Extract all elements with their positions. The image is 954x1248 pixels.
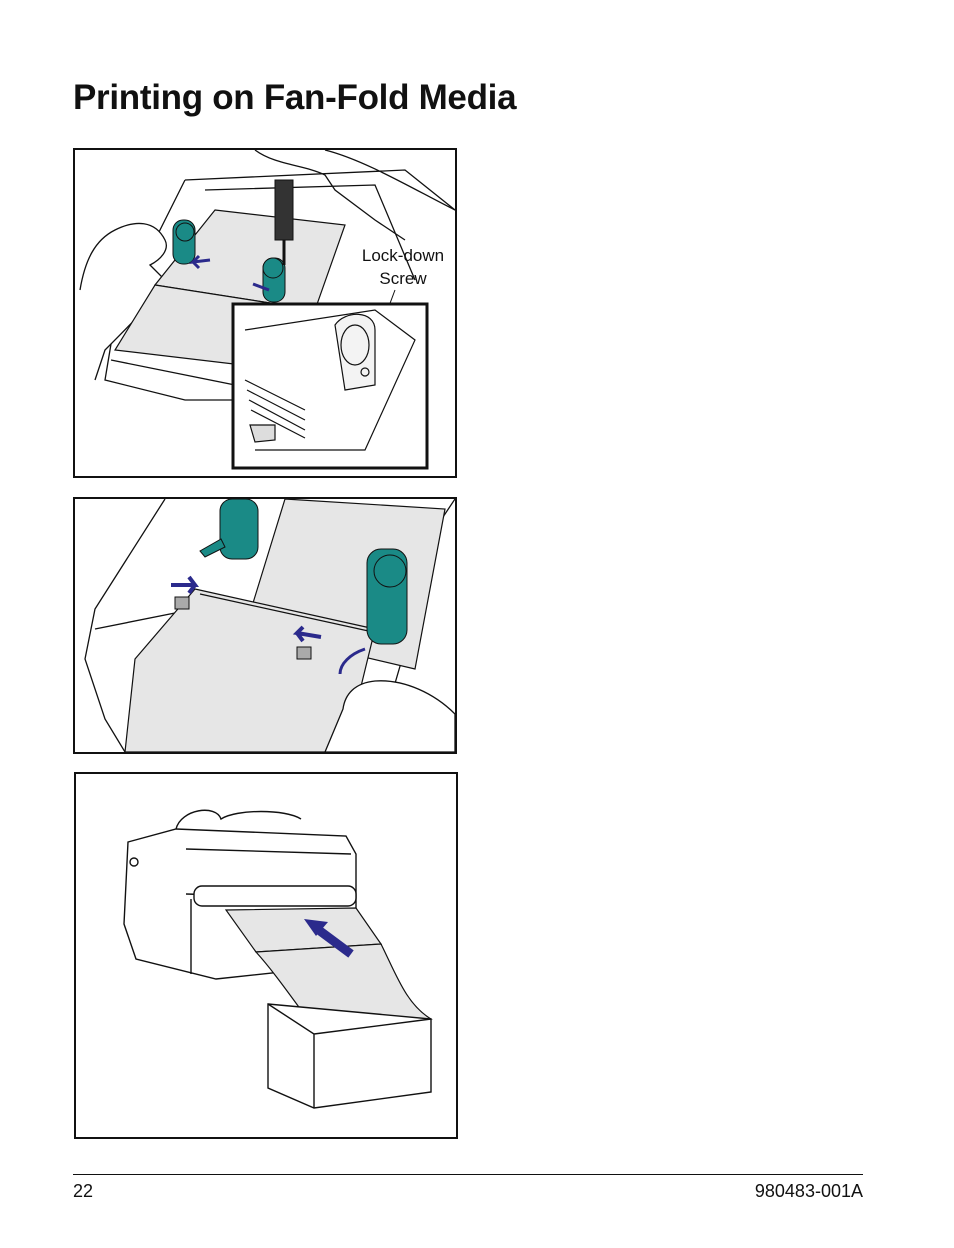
figure-fan-fold-feed-drawing [76, 774, 456, 1137]
page-number: 22 [73, 1181, 93, 1202]
document-number: 980483-001A [755, 1181, 863, 1202]
figure-lock-down-screw-drawing [75, 150, 455, 476]
figure-media-guides [73, 497, 457, 754]
page-title: Printing on Fan-Fold Media [73, 78, 516, 118]
footer-rule [73, 1174, 863, 1175]
figure-media-guides-drawing [75, 499, 455, 752]
figure-fan-fold-feed [74, 772, 458, 1139]
